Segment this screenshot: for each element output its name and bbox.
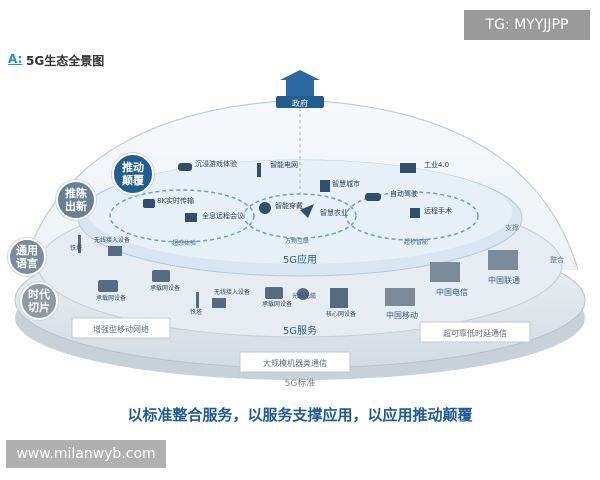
service-item: 铁塔 — [190, 308, 202, 316]
base-station-icon — [212, 298, 226, 308]
core-network-icon — [330, 288, 348, 308]
intelligence-ring — [345, 191, 479, 241]
service-item: 承载网设备 — [262, 300, 292, 308]
factory-icon — [400, 163, 416, 173]
drone-icon — [300, 204, 314, 218]
app-item: 沉浸游戏体验 — [195, 159, 237, 168]
app-item: 智慧农业 — [320, 208, 348, 217]
camera-icon — [143, 199, 155, 208]
service-item: 承载网设备 — [96, 294, 126, 302]
experience-ring — [109, 189, 255, 243]
meeting-icon — [185, 213, 197, 222]
standard-card-label: 超可靠低时延通信 — [443, 328, 507, 338]
service-layer-label: 5G服务 — [283, 324, 317, 337]
diagram-title: 5G生态全景图 — [26, 54, 105, 68]
government-label: 政府 — [292, 98, 308, 108]
operator-label: 中国电信 — [436, 287, 468, 297]
app-item: 智慧城市 — [332, 179, 360, 188]
tower-icon — [196, 292, 199, 308]
operator-building-icon — [385, 288, 415, 306]
group-label: 超秒智能 — [404, 238, 428, 246]
standard-card — [419, 321, 531, 343]
base-station-icon — [108, 246, 122, 256]
group-label: 超感体验 — [172, 239, 196, 247]
application-layer-label: 5G应用 — [283, 253, 317, 266]
standard-card-label: 增强型移动网络 — [93, 324, 149, 334]
app-item: 智能电网 — [270, 160, 298, 169]
group-label: 万物互联 — [285, 237, 309, 245]
surgery-icon — [410, 208, 420, 218]
operator-label: 中国联通 — [488, 275, 520, 285]
watermark-top: TG: MYYJJPP — [464, 10, 590, 40]
app-item: 智能穿戴 — [275, 201, 303, 210]
operator-building-icon — [488, 250, 518, 270]
app-item: 全息远程会议 — [202, 211, 244, 220]
bubble-common-language: 通用语言 — [8, 238, 46, 276]
transport-device-icon — [98, 280, 118, 292]
fiber-icon — [297, 288, 309, 300]
tagline: 以标准整合服务，以服务支撑应用，以应用推动颠覆 — [127, 406, 473, 424]
app-item: 远程手术 — [424, 206, 452, 215]
watermark-bottom: www.milanwyb.com — [6, 440, 166, 468]
watch-icon — [259, 202, 271, 214]
integrate-label: 整合 — [550, 255, 564, 264]
app-item: 8K实时传输 — [157, 196, 194, 205]
standard-card-label: 大规模机器类通信 — [263, 358, 327, 368]
transport-device-icon — [152, 270, 170, 282]
city-icon — [320, 180, 330, 192]
support-label: 支撑 — [505, 223, 519, 232]
bubble-innovate: 推陈出新 — [56, 180, 96, 220]
gamepad-icon — [178, 163, 192, 171]
bubble-slicing: 时代切片 — [20, 282, 58, 320]
standard-card — [239, 351, 351, 373]
service-item: 无线接入设备 — [94, 236, 130, 244]
service-item: 无线接入设备 — [214, 288, 250, 296]
bubble-disrupt: 推动颠覆 — [112, 153, 154, 195]
operator-label: 中国移动 — [386, 310, 418, 320]
government-icon — [276, 70, 324, 196]
car-icon — [365, 193, 381, 201]
transport-device-icon — [265, 287, 283, 299]
service-item: 核心网设备 — [326, 310, 356, 318]
standard-card — [71, 317, 171, 339]
operator-building-icon — [430, 262, 460, 282]
app-item: 自动驾驶 — [390, 189, 418, 198]
tower-icon — [78, 235, 81, 253]
app-item: 工业4.0 — [424, 160, 449, 169]
grid-tower-icon — [257, 163, 261, 177]
service-item: 铁塔 — [70, 244, 82, 252]
service-item: 承载网设备 — [150, 284, 180, 292]
application-disc-inner — [88, 160, 512, 264]
service-item: 光纤光缆 — [292, 292, 316, 300]
standard-layer-label: 5G标准 — [285, 377, 316, 389]
section-letter: A: — [8, 52, 23, 66]
